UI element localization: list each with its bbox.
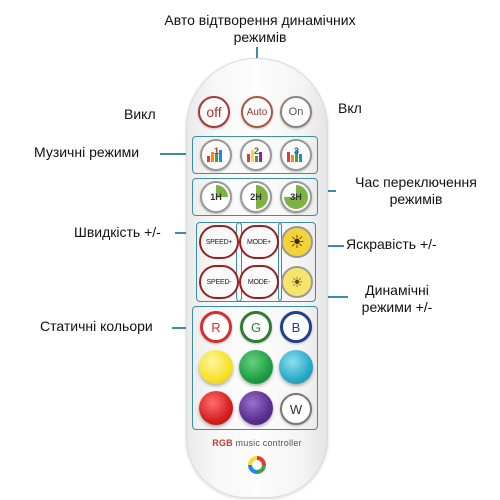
music-modes-label: Музичні режими: [34, 144, 140, 160]
dynamic-modes-label: Динамічні режими +/-: [342, 282, 452, 316]
auto-mode-label: Авто відтворення динамічних режимів: [130, 12, 390, 46]
off-button[interactable]: off: [198, 96, 230, 128]
timer-2h-button[interactable]: 2H: [240, 181, 272, 213]
music-mode-1-button[interactable]: 1: [200, 139, 232, 171]
clock-icon: [204, 185, 228, 209]
music-mode-2-digit: 2: [254, 146, 260, 156]
yellow-color-button[interactable]: [199, 350, 233, 384]
timer-3h-button[interactable]: 3H: [280, 181, 312, 213]
music-mode-3-button[interactable]: 3: [280, 139, 312, 171]
music-mode-1-digit: 1: [214, 146, 220, 156]
purple-color-button[interactable]: [239, 391, 273, 425]
auto-button[interactable]: Auto: [241, 96, 273, 128]
music-mode-3-digit: 3: [294, 146, 300, 156]
white-button[interactable]: W: [280, 393, 312, 425]
equalizer-icon: 2: [247, 146, 265, 162]
sun-icon: ☀: [288, 231, 306, 252]
remote-control: off Auto On 1 2 3 1H: [186, 58, 328, 498]
timer-2h-label: 2H: [250, 192, 262, 202]
equalizer-icon: 1: [207, 146, 225, 162]
brand-logo-icon: [248, 456, 266, 474]
brightness-leader: [316, 245, 344, 247]
dynamic-modes-label-line1: Динамічні: [365, 282, 429, 298]
equalizer-icon: 3: [287, 146, 305, 162]
green-button[interactable]: G: [240, 311, 272, 343]
static-colors-group: [192, 306, 318, 430]
timer-3h-label: 3H: [290, 192, 302, 202]
dynamic-modes-label-line2: режими +/-: [361, 299, 433, 315]
speed-plus-button[interactable]: SPEED+: [199, 225, 239, 259]
brightness-down-button[interactable]: ☀: [281, 266, 313, 298]
red-color-button[interactable]: [199, 391, 233, 425]
static-colors-leader: [172, 327, 194, 329]
mode-plus-button[interactable]: MODE+: [239, 225, 279, 259]
static-colors-label: Статичні кольори: [40, 318, 153, 334]
mode-minus-button[interactable]: MODE-: [239, 265, 279, 299]
sun-icon: ☀: [290, 273, 304, 290]
blue-button[interactable]: B: [280, 311, 312, 343]
brightness-label: Яскравість +/-: [346, 236, 437, 252]
green-color-button[interactable]: [239, 350, 273, 384]
off-label: Викл: [124, 106, 156, 122]
switch-time-label-line1: Час переключення: [355, 174, 477, 190]
clock-icon: [244, 185, 268, 209]
clock-icon: [284, 185, 308, 209]
mode-group: [236, 222, 282, 302]
speed-group: [196, 222, 242, 302]
auto-mode-label-line2: режимів: [233, 29, 287, 45]
music-modes-leader: [160, 153, 194, 155]
brand-text: RGB music controller: [186, 438, 328, 448]
music-modes-group: [192, 136, 318, 174]
brightness-group: [278, 222, 316, 302]
music-mode-2-button[interactable]: 2: [240, 139, 272, 171]
speed-label: Швидкість +/-: [74, 224, 161, 240]
speed-minus-button[interactable]: SPEED-: [199, 265, 239, 299]
on-button[interactable]: On: [280, 96, 312, 128]
brand-rgb: RGB: [212, 438, 233, 448]
switch-time-label: Час переключення режимів: [332, 174, 500, 208]
timer-1h-button[interactable]: 1H: [200, 181, 232, 213]
on-label: Вкл: [338, 100, 362, 116]
timer-group: [192, 178, 318, 216]
cyan-color-button[interactable]: [279, 350, 313, 384]
timer-1h-label: 1H: [210, 192, 222, 202]
red-button[interactable]: R: [200, 311, 232, 343]
brand-rest: music controller: [232, 438, 302, 448]
switch-time-label-line2: режимів: [389, 191, 443, 207]
brightness-up-button[interactable]: ☀: [281, 226, 313, 258]
auto-mode-label-line1: Авто відтворення динамічних: [164, 12, 356, 28]
